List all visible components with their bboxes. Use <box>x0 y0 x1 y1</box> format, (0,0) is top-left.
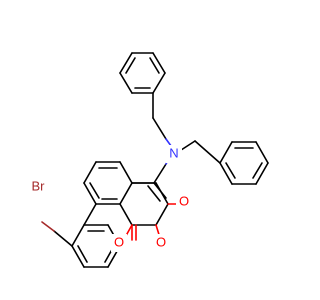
amide-oxygen-label: O <box>179 193 189 208</box>
atom-labels: Br N O O O <box>25 145 192 252</box>
benzyl-ring-right <box>219 141 269 185</box>
benzyl-ring-top <box>119 52 166 94</box>
coumarin-core <box>53 161 169 268</box>
ring-oxygen-label: O <box>114 234 124 249</box>
bromine-label: Br <box>32 178 46 193</box>
nitrogen-label: N <box>169 145 178 160</box>
molecule-structure-diagram: Br N O O O <box>25 52 269 268</box>
lactone-carbonyl-oxygen-label: O <box>156 234 166 249</box>
